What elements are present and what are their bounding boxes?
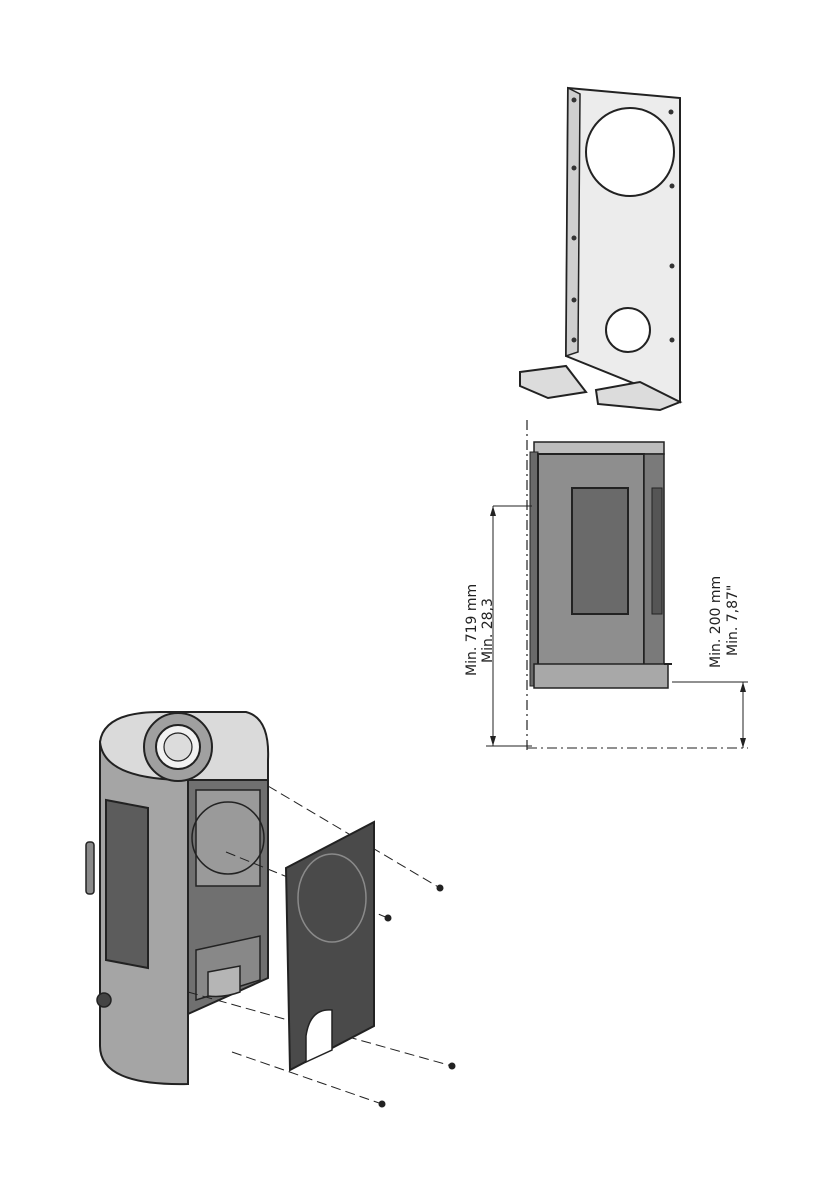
heat-shield-panel bbox=[286, 822, 374, 1070]
small-flue-opening bbox=[606, 308, 650, 352]
side-view-glass bbox=[572, 488, 628, 614]
mounting-screws bbox=[379, 885, 456, 1108]
screw-bottom-right bbox=[449, 1063, 456, 1070]
back-lower-opening bbox=[208, 966, 240, 997]
screw-bottom-left bbox=[379, 1101, 386, 1108]
stove-door-handle bbox=[86, 842, 94, 894]
air-control-knob bbox=[97, 993, 111, 1007]
stove-side-view bbox=[527, 420, 672, 752]
stove-3d-view bbox=[86, 712, 268, 1084]
screw-top-right bbox=[437, 885, 444, 892]
stove-door-glass bbox=[106, 800, 148, 968]
height-dimension: Min. 719 mm Min. 28,3 bbox=[464, 506, 532, 746]
clearance-metric-label: Min. 200 mm bbox=[708, 576, 724, 668]
height-metric-label: Min. 719 mm bbox=[464, 584, 480, 676]
back-upper-opening bbox=[196, 790, 260, 886]
wall-bracket-plate bbox=[520, 88, 680, 410]
clearance-imperial-label: Min. 7,87" bbox=[725, 585, 741, 656]
stove-top-plate bbox=[100, 712, 268, 781]
screw-top-left bbox=[385, 915, 392, 922]
height-imperial-label: Min. 28,3 bbox=[480, 598, 496, 663]
large-flue-opening bbox=[586, 108, 674, 196]
